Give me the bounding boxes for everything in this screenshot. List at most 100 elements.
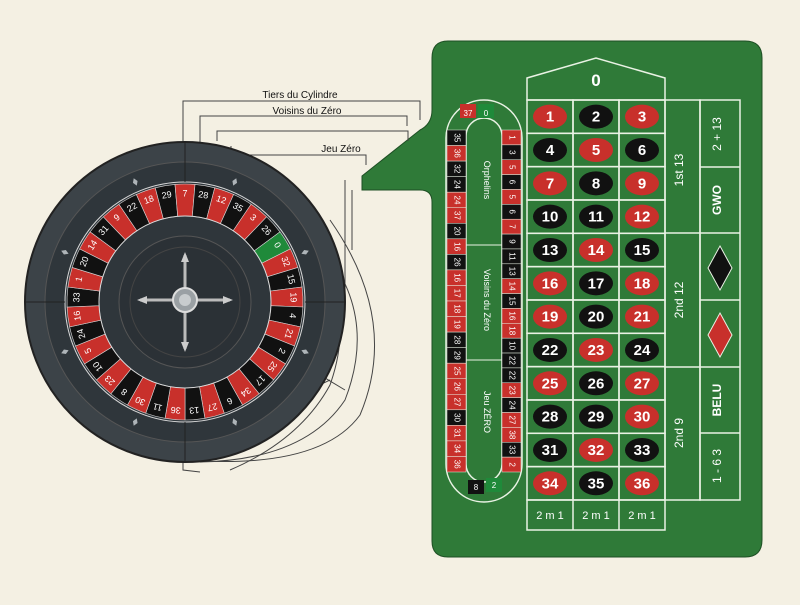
number-chip [533, 437, 567, 462]
racetrack-cell[interactable] [446, 456, 467, 473]
sector-orphelins: Orphelins [482, 161, 492, 200]
number-label: 13 [542, 242, 559, 259]
outside-bet-gwo[interactable]: GWO [710, 185, 724, 215]
racetrack-number: 29 [452, 351, 461, 360]
wheel-pocket-number: 15 [285, 273, 297, 285]
pocket-ring [98, 215, 272, 389]
number-chip [625, 271, 659, 296]
number-chip [625, 404, 659, 429]
number-chip [533, 471, 567, 496]
number-label: 5 [592, 142, 600, 159]
outside-bet-top[interactable]: 2 + 13 [710, 117, 724, 151]
wheel-pocket-number: 5 [82, 346, 93, 355]
wheel-pocket-number: 12 [215, 193, 228, 206]
number-label: 18 [634, 275, 651, 292]
racetrack-number: 34 [452, 444, 461, 453]
number-label: 34 [542, 475, 559, 492]
racetrack-cell[interactable] [478, 104, 494, 118]
racetrack-cell[interactable] [501, 456, 522, 473]
racetrack-number: 24 [507, 401, 516, 410]
number-chip [533, 137, 567, 162]
wheel-pocket-number: 20 [78, 255, 91, 268]
column-bet-3[interactable]: 2 m 1 [628, 510, 656, 522]
wheel-pocket-number: 29 [161, 189, 173, 201]
label-voisins-du-zero: Voisins du Zéro [273, 106, 342, 117]
number-label: 33 [634, 442, 651, 459]
racetrack-number: 23 [507, 386, 516, 395]
number-chip [579, 104, 613, 129]
deflector-diamond [61, 249, 69, 255]
racetrack-number: 22 [507, 371, 516, 380]
column-bet-1[interactable]: 2 m 1 [536, 510, 564, 522]
racetrack-number: 27 [452, 398, 461, 407]
number-label: 22 [542, 342, 559, 359]
number-chip [533, 171, 567, 196]
racetrack-number: 8 [474, 483, 479, 492]
racetrack-number: 27 [507, 416, 516, 425]
racetrack-number: 24 [452, 180, 461, 189]
number-chip [579, 237, 613, 262]
racetrack-number: 38 [507, 430, 516, 439]
number-label: 2 [592, 109, 600, 126]
racetrack-number: 37 [452, 211, 461, 220]
number-label: 36 [634, 475, 651, 492]
racetrack: 3536322424372016261617181928292526273031… [445, 99, 523, 503]
wheel-pocket-number: 0 [272, 240, 283, 250]
racetrack-number: 28 [452, 335, 461, 344]
wheel-pocket-number: 30 [134, 394, 147, 407]
wheel-pocket-number: 24 [75, 328, 87, 341]
black-diamond[interactable] [707, 244, 733, 292]
deflector-diamond [232, 178, 238, 186]
racetrack-number: 25 [452, 367, 461, 376]
number-label: 6 [638, 142, 646, 159]
deflector-diamond [61, 349, 69, 355]
racetrack-number: 22 [507, 356, 516, 365]
label-tiers-du-cylindre: Tiers du Cylindre [262, 90, 338, 101]
dozen-first[interactable]: 1st 13 [672, 153, 686, 186]
outside-bet-bottom[interactable]: 1 - 6 3 [710, 449, 724, 483]
number-chip [533, 204, 567, 229]
wheel-pocket-number: 22 [125, 200, 139, 214]
wheel-pocket-number: 21 [283, 328, 295, 341]
wheel-pocket-number: 17 [253, 373, 267, 387]
number-label: 28 [542, 409, 559, 426]
number-label: 20 [588, 309, 605, 326]
dozen-third[interactable]: 2nd 9 [672, 418, 686, 448]
racetrack-number: 18 [452, 304, 461, 313]
wheel-pocket-number: 27 [206, 401, 218, 413]
racetrack-number: 17 [452, 289, 461, 298]
number-chip [533, 337, 567, 362]
wheel-pocket-number: 33 [71, 292, 81, 302]
racetrack-cell[interactable] [486, 478, 502, 492]
wheel-turret [137, 252, 233, 352]
number-label: 25 [542, 375, 559, 392]
column-bet-2[interactable]: 2 m 1 [582, 510, 610, 522]
number-chip [625, 204, 659, 229]
number-label: 19 [542, 309, 559, 326]
number-label: 10 [542, 209, 559, 226]
wheel-pocket-number: 36 [170, 405, 181, 416]
racetrack-number: 14 [507, 282, 516, 291]
deflector-diamond [301, 349, 309, 355]
number-chip [625, 171, 659, 196]
racetrack-cell[interactable] [460, 104, 476, 118]
number-chip [533, 271, 567, 296]
number-label: 35 [588, 475, 605, 492]
racetrack-cell[interactable] [468, 480, 484, 494]
number-label: 9 [638, 175, 646, 192]
red-diamond[interactable] [707, 311, 733, 359]
wheel-pocket-number: 2 [276, 346, 287, 355]
dozen-second[interactable]: 2nd 12 [672, 281, 686, 318]
sector-jeu-zero: Jeu ZÉRO [482, 391, 492, 433]
racetrack-number: 6 [507, 180, 516, 185]
outside-bet-belu[interactable]: BELU [710, 384, 724, 417]
wheel-pocket-number: 35 [231, 200, 245, 214]
number-chip [625, 337, 659, 362]
racetrack-number: 32 [452, 164, 461, 173]
number-chip [625, 237, 659, 262]
racetrack-number: 11 [507, 252, 516, 261]
wheel-pocket-number: 13 [189, 405, 200, 416]
